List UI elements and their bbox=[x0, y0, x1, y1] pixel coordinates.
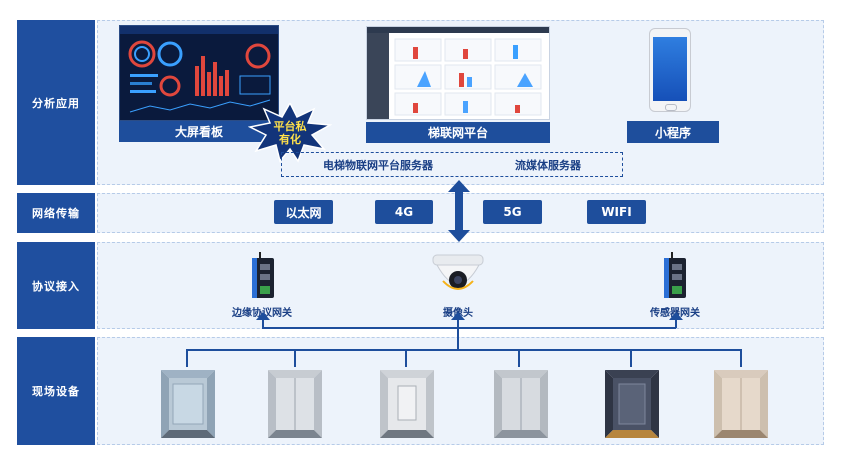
elevator-2 bbox=[268, 370, 322, 438]
network-4g: 4G bbox=[375, 200, 433, 224]
media-server-label: 流媒体服务器 bbox=[515, 158, 581, 172]
elevator-drop-3 bbox=[405, 349, 407, 367]
platform-caption: 梯联网平台 bbox=[366, 122, 550, 143]
edge-gateway-icon bbox=[248, 252, 278, 298]
elevator-drop-6 bbox=[740, 349, 742, 367]
dashboard-screenshot bbox=[119, 25, 279, 121]
badge-line2: 有化 bbox=[279, 133, 301, 146]
dashboard-caption: 大屏看板 bbox=[119, 121, 279, 142]
phone-mockup bbox=[649, 28, 691, 112]
badge-line1: 平台私 bbox=[273, 120, 307, 133]
gateway-bus-right-leg bbox=[675, 318, 677, 328]
network-ethernet: 以太网 bbox=[274, 200, 333, 224]
layer-label-field: 现场设备 bbox=[17, 337, 95, 445]
layer-label-analysis: 分析应用 bbox=[17, 20, 95, 185]
network-5g: 5G bbox=[483, 200, 542, 224]
layer-label-protocol: 协议接入 bbox=[17, 242, 95, 329]
double-arrow-icon bbox=[448, 180, 470, 242]
platform-screenshot bbox=[366, 26, 550, 120]
iot-server-label: 电梯物联网平台服务器 bbox=[323, 158, 433, 172]
elevator-1 bbox=[161, 370, 215, 438]
elevator-drop-4 bbox=[518, 349, 520, 367]
elevator-bus-line bbox=[186, 349, 742, 351]
elevator-drop-5 bbox=[630, 349, 632, 367]
arrow-up-center-icon bbox=[451, 312, 465, 320]
private-deploy-badge: 平台私 有化 bbox=[248, 103, 332, 163]
network-wifi: WIFI bbox=[587, 200, 646, 224]
layer-label-network: 网络传输 bbox=[17, 193, 95, 233]
band-field bbox=[97, 337, 824, 445]
center-trunk-line bbox=[457, 318, 459, 350]
camera-icon bbox=[431, 253, 485, 301]
elevator-3 bbox=[380, 370, 434, 438]
arrow-up-right-icon bbox=[669, 312, 683, 320]
elevator-5 bbox=[605, 370, 659, 438]
miniprogram-caption: 小程序 bbox=[627, 121, 719, 143]
gateway-bus-left-leg bbox=[262, 318, 264, 328]
elevator-drop-2 bbox=[294, 349, 296, 367]
elevator-6 bbox=[714, 370, 768, 438]
sensor-gateway-icon bbox=[660, 252, 690, 298]
arrow-up-left-icon bbox=[256, 312, 270, 320]
elevator-drop-1 bbox=[186, 349, 188, 367]
elevator-4 bbox=[494, 370, 548, 438]
servers-box: 电梯物联网平台服务器 流媒体服务器 bbox=[281, 152, 623, 177]
gateway-bus-line bbox=[262, 327, 676, 329]
